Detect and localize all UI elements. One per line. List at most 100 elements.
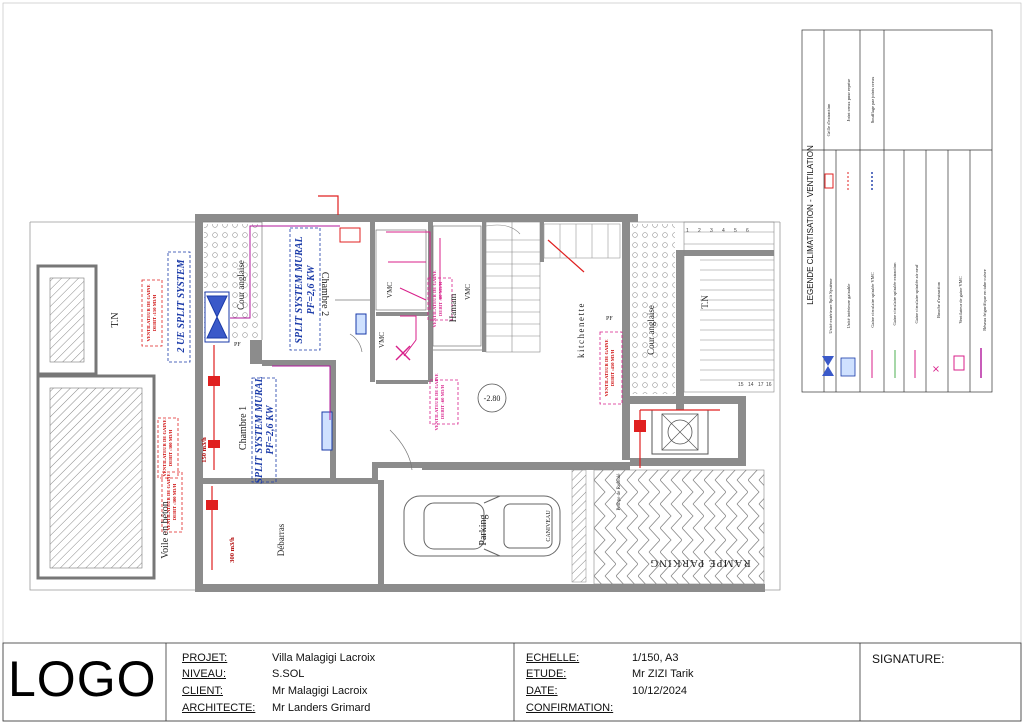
duct-outlet-top — [339, 227, 361, 243]
svg-text:×: × — [932, 364, 940, 375]
label-split2-line1: SPLIT SYSTEM MURAL — [294, 236, 305, 343]
legend-title: LEGENDE CLIMATISATION - VENTILATION — [806, 145, 815, 305]
legend-symbols: × — [822, 172, 982, 378]
svg-text:Ventilateur de gaine VMC: Ventilateur de gaine VMC — [958, 276, 963, 323]
svg-text:Réseau frigorifique en tube cu: Réseau frigorifique en tube cuivre — [982, 269, 987, 330]
svg-text:DEBIT :60 M3/H: DEBIT :60 M3/H — [438, 282, 443, 317]
label-debarras: Débarras — [276, 523, 286, 556]
signature-label: SIGNATURE: — [872, 652, 945, 666]
frame-vmc-2 — [427, 277, 453, 321]
confirmation-label: CONFIRMATION: — [526, 702, 614, 714]
svg-text:1: 1 — [686, 228, 689, 234]
svg-text:4: 4 — [722, 228, 725, 234]
legend — [801, 29, 993, 393]
svg-text:Unité extérieure Split Système: Unité extérieure Split Système — [828, 278, 833, 333]
label-voile: Voile en béton — [160, 501, 171, 559]
label-ue-split: 2 UE SPLIT SYSTEM — [176, 258, 187, 353]
svg-text:DEBIT :60 M3/H: DEBIT :60 M3/H — [440, 385, 445, 420]
etude-value: Mr ZIZI Tarik — [632, 668, 694, 680]
vmc-ducts — [386, 231, 441, 361]
label-hammam: Hamam — [448, 294, 458, 323]
label-split1-line1: SPLIT SYSTEM MURAL — [254, 376, 265, 483]
label-vmc-2: VMC — [378, 332, 386, 348]
label-tn-left: T.N — [110, 312, 121, 327]
stairs-right — [683, 221, 775, 393]
label-tn-right: T.N — [700, 295, 710, 309]
label-split2-line2: PF=2,6 KW — [306, 264, 317, 314]
duct-fan-right — [634, 420, 646, 432]
refrigerant-pipes — [230, 225, 340, 420]
label-chambre2: Chambre 2 — [319, 272, 330, 316]
stair-numbers-right: 1 2 3 4 5 6 17 16 15 14 — [686, 228, 772, 388]
etude-label: ETUDE: — [526, 668, 567, 680]
stairs-kitchen — [543, 223, 621, 259]
svg-text:VENTILATEUR DE GAINE: VENTILATEUR DE GAINE — [162, 419, 167, 476]
logo: LOGO — [8, 651, 157, 707]
label-pompe: Pompe de Refoulé — [617, 473, 622, 511]
label-parking: Parking — [478, 514, 489, 545]
svg-text:2: 2 — [698, 228, 701, 234]
ramp-parking — [593, 469, 765, 585]
stairs-center — [485, 221, 541, 353]
caniveau-grid — [571, 469, 587, 583]
label-vmc-1: VMC — [386, 282, 394, 298]
duct-fan-left-bottom — [206, 500, 218, 510]
client-value: Mr Malagigi Lacroix — [272, 685, 368, 697]
flow-1: 150 m3/h — [201, 437, 208, 463]
interior-lines — [203, 221, 482, 471]
svg-text:Joint creux pour reprise: Joint creux pour reprise — [846, 79, 851, 122]
frame-fan-left-3 — [161, 471, 183, 533]
cour-anglaise-right-area — [631, 224, 675, 394]
svg-text:15: 15 — [738, 382, 744, 388]
frame-vmc-3 — [599, 331, 623, 405]
label-level: -2.80 — [484, 394, 501, 403]
svg-text:VENTILATEUR DE GAINE: VENTILATEUR DE GAINE — [146, 284, 151, 341]
svg-text:Gaine circulaire spiralée air: Gaine circulaire spiralée air neuf — [914, 264, 919, 323]
echelle-value: 1/150, A3 — [632, 652, 679, 664]
vmc-fan-labels: VENTILATEUR DE GAINE DEBIT :60 M3/H VENT… — [432, 270, 445, 430]
split-indoor-units — [204, 291, 367, 451]
frame-split-2 — [289, 227, 321, 351]
duct-fan-left-top — [208, 376, 220, 386]
label-pf-2: PF — [606, 316, 613, 322]
svg-text:14: 14 — [748, 382, 754, 388]
svg-text:Gaine circulaire spiralée VMC: Gaine circulaire spiralée VMC — [870, 272, 875, 327]
svg-text:3: 3 — [710, 228, 713, 234]
architecte-label: ARCHITECTE: — [182, 702, 256, 714]
date-label: DATE: — [526, 685, 558, 697]
svg-text:DEBIT :450 M3/H: DEBIT :450 M3/H — [610, 349, 615, 386]
label-split1-line2: PF=2,6 KW — [265, 404, 276, 454]
projet-value: Villa Malagigi Lacroix — [272, 652, 376, 664]
label-pf-1: PF — [234, 342, 241, 348]
frame-vmc-1 — [429, 379, 459, 425]
svg-text:6: 6 — [746, 228, 749, 234]
client-label: CLIENT: — [182, 685, 223, 697]
frame-fan-left-2 — [157, 417, 179, 479]
label-cour-left: Cour anglaise — [236, 260, 246, 310]
svg-text:Unité intérieure gainable: Unité intérieure gainable — [846, 284, 851, 329]
niveau-value: S.SOL — [272, 668, 305, 680]
walls — [195, 214, 774, 592]
svg-text:DEBIT :300 M3/H: DEBIT :300 M3/H — [172, 483, 177, 520]
architecte-value: Mr Landers Grimard — [272, 702, 371, 714]
label-vmc-3: VMC — [464, 284, 472, 300]
svg-text:Gaine circulaire spiralée extr: Gaine circulaire spiralée extraction — [892, 262, 897, 326]
svg-text:VENTILATEUR DE GAINE: VENTILATEUR DE GAINE — [604, 339, 609, 396]
svg-text:DEBIT :300 M3/H: DEBIT :300 M3/H — [168, 429, 173, 466]
label-kitchenette: kitchenette — [576, 302, 586, 358]
frame-split-1 — [251, 377, 277, 483]
plan-labels: T.N Voile en béton Cour anglaise Chambre… — [110, 260, 751, 569]
frame-ue-split — [167, 251, 191, 363]
svg-text:VENTILATEUR DE GAINE: VENTILATEUR DE GAINE — [166, 473, 171, 530]
label-chambre1: Chambre 1 — [238, 406, 249, 450]
flow-2: 300 m3/h — [229, 537, 236, 563]
duct-fan-left-mid — [208, 440, 220, 448]
projet-label: PROJET: — [182, 652, 228, 664]
svg-text:Grille d'extraction: Grille d'extraction — [826, 103, 831, 136]
level-marker-circle — [477, 383, 507, 413]
legend-labels: Unité extérieure Split Système Unité int… — [826, 76, 987, 334]
svg-text:17: 17 — [758, 382, 764, 388]
title-block — [2, 642, 1022, 722]
